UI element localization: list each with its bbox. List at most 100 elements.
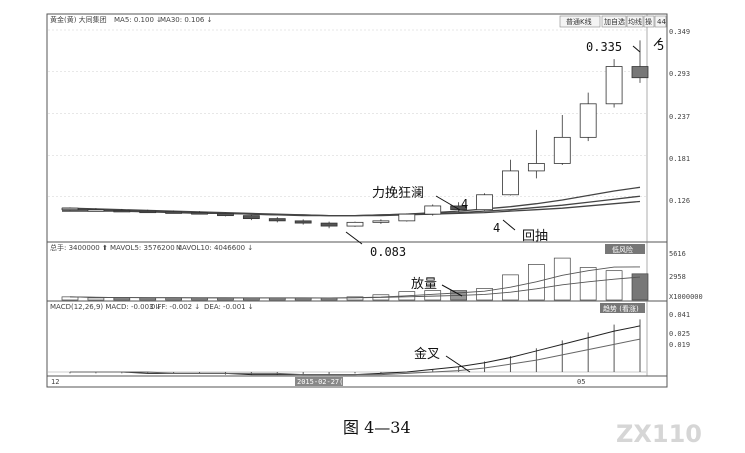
- annotations: 0.335 5 力挽狂澜 4 4 回抽 0.083 放量 金叉: [345, 37, 664, 373]
- macd-yaxis: 0.041 0.025 0.019: [669, 311, 690, 349]
- volume-bar: [346, 296, 364, 301]
- annotation-low-price: 0.083: [370, 245, 406, 259]
- candle-body: [320, 222, 338, 227]
- annotation-golden-cross: 金叉: [414, 346, 440, 362]
- annotation-pullback: 回抽: [522, 229, 548, 244]
- macd-header-macd: MACD(12,26,9) MACD: -0.003 ↓: [50, 303, 162, 311]
- macd-tick-1: 0.025: [669, 330, 690, 338]
- price-header-ma5: MA5: 0.100 ↓: [114, 16, 162, 24]
- volume-header-total: 总手: 3400000 ⬆: [50, 243, 108, 252]
- macd-tick-0: 0.041: [669, 311, 690, 319]
- annotation-volume-arrow: [441, 284, 463, 297]
- volume-header-mavol5: MAVOL5: 3576200 ↓: [110, 244, 183, 252]
- price-yaxis: 0.349 0.293 0.237 0.181 0.126: [669, 28, 690, 205]
- candle-body: [372, 220, 390, 223]
- toolbar-add-favorite-label: 加自选: [604, 17, 625, 26]
- volume-header-mavol10: MAVOL10: 4046600 ↓: [176, 244, 253, 252]
- xaxis-date-box: [295, 377, 343, 386]
- volume-header: 总手: 3400000 ⬆ MAVOL5: 3576200 ↓ MAVOL10:…: [50, 243, 253, 252]
- price-tick-3: 0.181: [669, 155, 690, 163]
- candle-body: [502, 170, 519, 196]
- annotation-wave-5: 5: [657, 39, 664, 53]
- candle-body: [217, 212, 234, 217]
- candle-body: [424, 205, 442, 215]
- xaxis-right-label: 05: [577, 378, 585, 386]
- price-header: 黄金(黄) 大同集团 MA5: 0.100 ↓ MA30: 0.106 ↓: [50, 15, 212, 24]
- volume-yaxis: 5616 2958 X1000000: [669, 250, 703, 301]
- volume-tag: 低风险: [612, 245, 633, 254]
- candle-body: [61, 207, 79, 211]
- candle-body: [398, 213, 416, 222]
- annotation-high-price: 0.335: [586, 40, 622, 54]
- candle-body: [165, 211, 183, 214]
- candle-body: [87, 209, 105, 212]
- volume-tick-2: X1000000: [669, 293, 703, 301]
- macd-dea-line: [70, 338, 641, 376]
- toolbar-ma-label: 均线: [628, 17, 642, 26]
- toolbar-layout-button[interactable]: [654, 15, 667, 28]
- xaxis-date-label: 2015-02-27(五): [297, 378, 355, 386]
- volume-bar: [87, 297, 105, 301]
- toolbar-layout-label: 44: [657, 18, 666, 26]
- macd-header-dea: DEA: -0.001 ↓: [204, 303, 254, 311]
- annotation-volume-surge: 放量: [411, 277, 437, 292]
- volume-tag-box: [605, 244, 645, 254]
- volume-bar: [579, 267, 597, 301]
- toolbar-op-label: 操: [645, 17, 652, 26]
- price-tick-0: 0.349: [669, 28, 690, 36]
- volume-bars: [61, 257, 649, 301]
- candle-body: [631, 66, 649, 79]
- candle-body: [527, 163, 545, 172]
- candle-body: [294, 220, 312, 224]
- macd-tag-box: [600, 303, 645, 313]
- toolbar-add-favorite-button[interactable]: [601, 15, 627, 28]
- watermark: ZX110: [616, 420, 702, 448]
- annotation-pullback-arrow: [502, 219, 516, 231]
- price-header-ma30: MA30: 0.106 ↓: [160, 16, 212, 24]
- candle-body: [113, 210, 131, 213]
- toolbar-ma-button[interactable]: [626, 15, 644, 28]
- volume-ma-line-1: [69, 276, 641, 299]
- annotation-wave-5-arrow: [653, 37, 662, 47]
- volume-bar: [553, 257, 571, 301]
- chart-frame: [46, 13, 668, 388]
- annotation-cross-arrow: [445, 355, 471, 373]
- annotation-high-arrow: [632, 45, 641, 53]
- candlesticks: [61, 40, 649, 229]
- volume-bar: [631, 273, 649, 301]
- candle-body: [605, 66, 623, 105]
- volume-bar: [424, 290, 442, 301]
- volume-bar: [165, 297, 182, 301]
- candle-body: [346, 221, 364, 227]
- price-tick-1: 0.293: [669, 70, 690, 78]
- price-tick-2: 0.237: [669, 113, 690, 121]
- macd-tick-2: 0.019: [669, 341, 690, 349]
- annotation-surge: 力挽狂澜: [372, 186, 424, 201]
- toolbar-kline-button[interactable]: [559, 15, 601, 28]
- candle-body: [579, 103, 597, 138]
- annotation-surge-arrow: [435, 195, 461, 211]
- macd-tag: 趋势 (看涨): [603, 304, 639, 313]
- figure-caption: 图 4—34: [343, 418, 411, 437]
- candle-body: [242, 215, 260, 220]
- macd-header: MACD(12,26,9) MACD: -0.003 ↓ DIFF: -0.00…: [50, 303, 254, 311]
- toolbar-op-button[interactable]: [643, 15, 655, 28]
- price-header-name: 黄金(黄) 大同集团: [50, 15, 107, 24]
- macd-header-diff: DIFF: -0.002 ↓: [150, 303, 200, 311]
- volume-bar: [605, 270, 623, 301]
- volume-tick-1: 2958: [669, 273, 686, 281]
- volume-bar: [139, 297, 157, 301]
- xaxis-left-label: 12: [51, 378, 59, 386]
- candle-body: [139, 210, 157, 214]
- annotation-low-arrow: [345, 231, 363, 245]
- price-tick-4: 0.126: [669, 197, 690, 205]
- toolbar-kline-label: 普通K线: [566, 17, 592, 26]
- macd-bars-and-lines: [48, 319, 646, 376]
- annotation-wave-4b: 4: [493, 221, 500, 235]
- candle-body: [476, 194, 493, 211]
- volume-tick-0: 5616: [669, 250, 686, 258]
- volume-bar: [113, 297, 131, 301]
- candle-body: [191, 212, 208, 215]
- candle-body: [553, 136, 571, 164]
